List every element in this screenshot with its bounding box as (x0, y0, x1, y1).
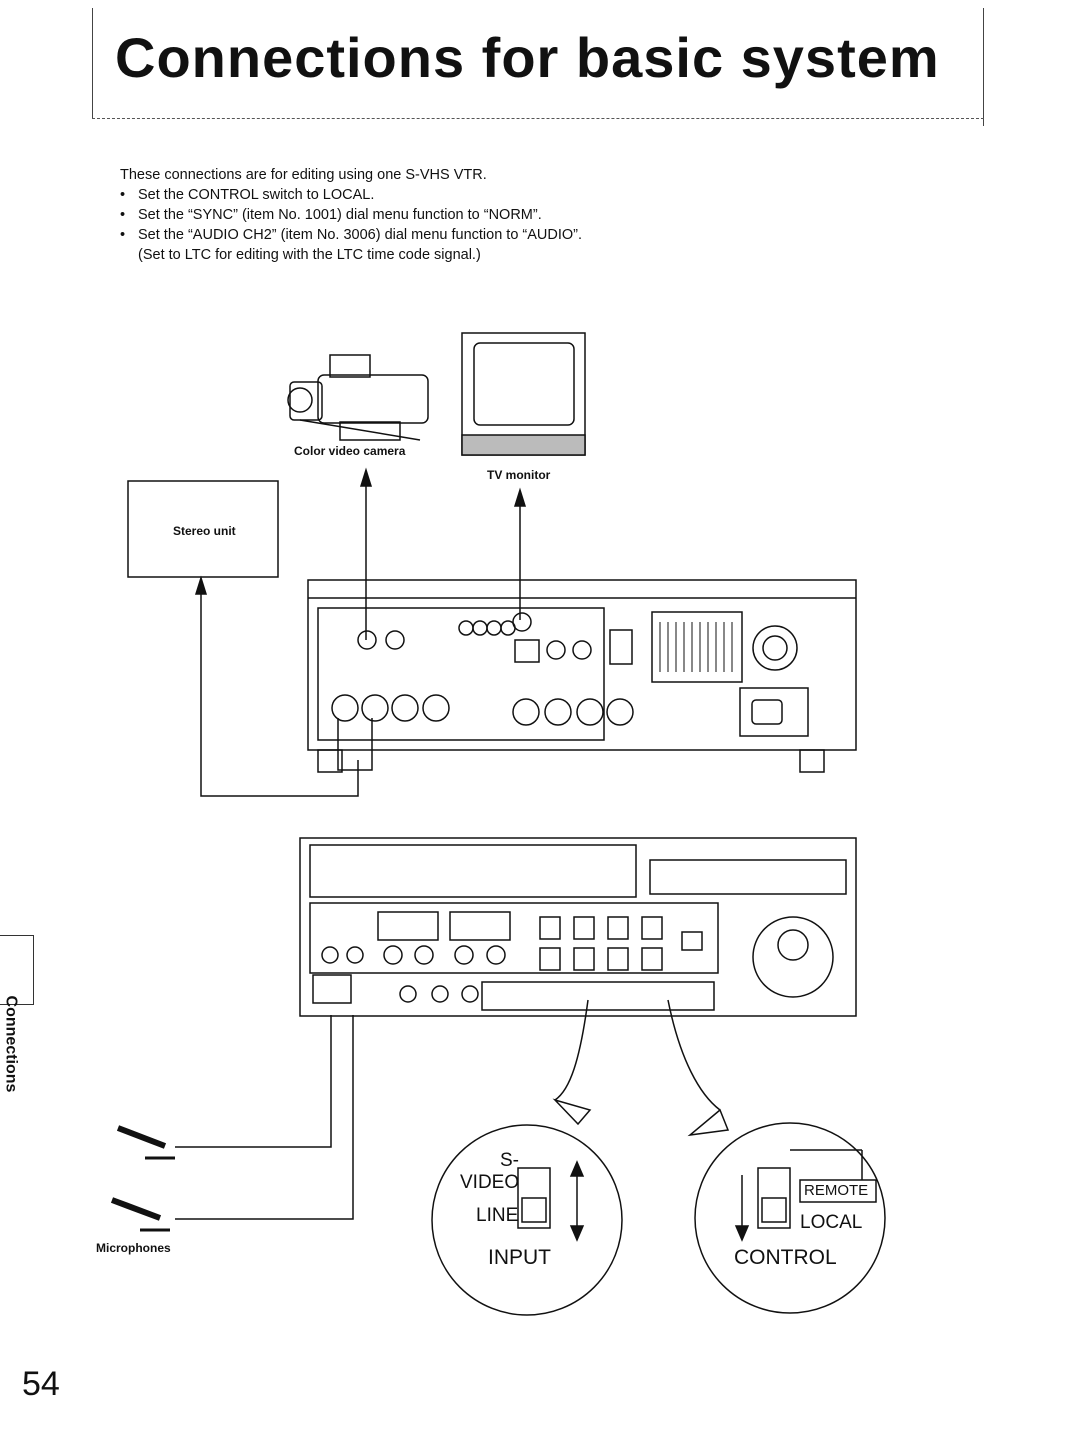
s-label: S- (500, 1150, 519, 1171)
intro-text: These connections are for editing using … (120, 165, 740, 265)
input-caption: INPUT (488, 1246, 551, 1269)
stereo-unit-box (127, 480, 279, 578)
camera-label: Color video camera (294, 444, 406, 458)
video-label: VIDEO (460, 1172, 520, 1193)
instruction-item: Set the “SYNC” (item No. 1001) dial menu… (120, 205, 740, 225)
intro-note: (Set to LTC for editing with the LTC tim… (138, 247, 481, 263)
remote-label: REMOTE (804, 1182, 869, 1199)
section-label: Connections (2, 995, 20, 1093)
page-number: 54 (22, 1365, 60, 1403)
control-caption: CONTROL (734, 1246, 837, 1269)
intro-lead: These connections are for editing using … (120, 167, 487, 183)
page-title: Connections for basic system (115, 26, 940, 89)
monitor-label: TV monitor (487, 468, 551, 482)
vtr-rear-panel (307, 579, 857, 773)
microphone-icon (110, 1125, 175, 1232)
title-frame (92, 8, 984, 126)
microphones-label: Microphones (96, 1241, 171, 1255)
local-label: LOCAL (800, 1212, 863, 1233)
tv-monitor-icon (461, 332, 586, 456)
vtr-front-panel (299, 837, 857, 1017)
camera-icon (287, 354, 429, 441)
line-label: LINE (476, 1205, 519, 1226)
stereo-unit-label: Stereo unit (173, 524, 236, 538)
section-tab (0, 935, 34, 1005)
instruction-item: Set the “AUDIO CH2” (item No. 3006) dial… (120, 225, 740, 245)
instruction-item: Set the CONTROL switch to LOCAL. (120, 185, 740, 205)
instruction-list: Set the CONTROL switch to LOCAL. Set the… (120, 185, 740, 245)
